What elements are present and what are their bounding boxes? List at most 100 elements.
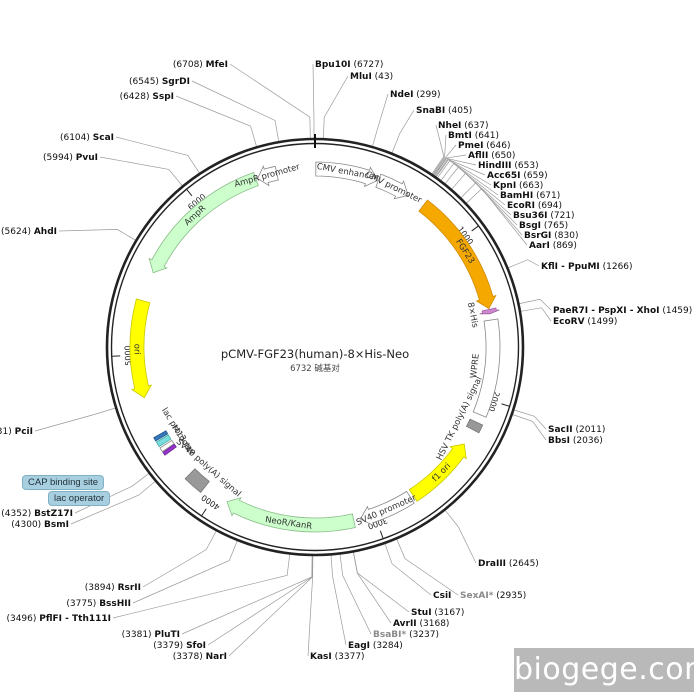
site-label-pmei: PmeI (646) <box>458 141 511 151</box>
feature-label-cmv-promoter: CMV promoter <box>364 170 424 206</box>
site-label-csii: CsiI <box>433 591 451 601</box>
site-label-avrii: AvrII (3168) <box>393 619 449 629</box>
site-leader-bsmi <box>70 481 156 525</box>
site-leader-bsgi <box>451 172 518 226</box>
site-leader-hindiii <box>434 158 477 176</box>
plasmid-name: pCMV-FGF23(human)-8×His-Neo <box>221 347 409 361</box>
site-label-bsrgi: BsrGI (830) <box>524 231 578 241</box>
site-position: (6545) <box>129 77 162 87</box>
site-name: NdeI <box>390 90 413 100</box>
site-position: (6708) <box>173 60 206 70</box>
site-position: (3237) <box>406 630 439 640</box>
feature-hsv-tk-polya <box>465 418 484 434</box>
site-position: (3284) <box>370 641 403 651</box>
site-position: (6428) <box>120 92 153 102</box>
site-leader-scai <box>115 136 200 174</box>
site-name: Bpu10I <box>315 60 351 70</box>
site-name: PflFI - Tth111I <box>39 614 111 624</box>
site-leader-sacii <box>514 409 547 430</box>
site-position: (3379) <box>153 641 186 651</box>
site-label-bsu36i: Bsu36I (721) <box>513 211 575 221</box>
site-position: (6727) <box>351 60 384 70</box>
site-position: (3381) <box>122 630 155 640</box>
site-name: AvrII <box>393 619 417 629</box>
site-position: (653) <box>512 161 539 171</box>
site-name: MluI <box>350 72 372 82</box>
site-label-eagi: EagI (3284) <box>348 641 403 651</box>
feature-cmv-enhancer <box>315 161 379 188</box>
site-name: HindIII <box>478 161 512 171</box>
site-label-stui: StuI (3167) <box>411 608 464 618</box>
feature-cap-site <box>153 430 169 442</box>
site-leader-ecori <box>440 163 506 206</box>
site-position: (646) <box>483 141 510 151</box>
lac-operator-tag: lac operator <box>48 491 111 506</box>
site-leader-snabi <box>391 109 415 153</box>
site-label-pvui: (5994) PvuI <box>43 153 98 163</box>
site-label-hindiii: HindIII (653) <box>478 161 539 171</box>
site-position: (4731) <box>0 427 15 437</box>
site-leader-sgrdi <box>191 80 280 142</box>
feature-f1-ori <box>408 443 467 502</box>
site-name: SfoI <box>186 641 206 651</box>
site-position: (659) <box>521 171 548 181</box>
feature-label-wpre: WPRE <box>469 353 482 379</box>
site-label-snabi: SnaBI (405) <box>416 106 472 116</box>
site-leader-ahdi <box>58 229 136 241</box>
site-label-nhei: NheI (637) <box>438 121 488 131</box>
site-position: (663) <box>516 181 543 191</box>
site-leader-bsshii <box>132 540 238 604</box>
site-leader-bsabi <box>339 554 372 635</box>
site-position: (3894) <box>85 583 118 593</box>
site-label-bpu10i: Bpu10I (6727) <box>315 60 383 70</box>
site-position: (641) <box>472 131 499 141</box>
feature-m13-rev <box>162 443 177 456</box>
tick-mark <box>471 225 479 232</box>
site-name: DraIII <box>478 559 506 569</box>
plasmid-backbone <box>105 134 525 557</box>
site-leader-pmei <box>433 144 457 176</box>
site-label-ecori: EcoRI (694) <box>507 201 562 211</box>
site-position: (43) <box>372 72 393 82</box>
site-label-scai: (6104) ScaI <box>60 133 114 143</box>
site-name: SspI <box>152 92 174 102</box>
site-leader-csii <box>384 543 432 596</box>
site-name: BsgI <box>519 221 541 231</box>
site-leader-pflfi <box>112 554 291 619</box>
site-label-bsshii: (3775) BssHII <box>66 599 131 609</box>
site-name: CsiI <box>433 591 451 601</box>
site-leader-stui <box>353 552 410 613</box>
cap-binding-site-tag: CAP binding site <box>22 475 105 490</box>
site-label-pflfi: (3496) PflFI - Tth111I <box>6 614 111 624</box>
site-position: (4300) <box>11 520 44 530</box>
site-leader-rsrii <box>142 530 217 588</box>
site-leader-acc65i <box>435 158 486 177</box>
site-name: KflI - PpuMI <box>541 262 600 272</box>
feature-cmv-promoter <box>375 173 409 200</box>
site-leader-sfoi <box>207 555 313 646</box>
site-leader-kfli <box>508 259 540 269</box>
tick-label: 4000 <box>200 493 222 512</box>
site-name: PluTI <box>154 630 180 640</box>
feature-lac-operator <box>159 439 175 453</box>
site-position: (869) <box>550 241 577 251</box>
feature-label-his-tag: 8×His <box>465 301 480 329</box>
site-name: BsrGI <box>524 231 551 241</box>
site-name: KpnI <box>493 181 516 191</box>
site-position: (3378) <box>173 652 206 662</box>
site-label-nari: (3378) NarI <box>173 652 227 662</box>
site-leader-avrii <box>353 552 392 624</box>
site-position: (765) <box>541 221 568 231</box>
site-label-aari: AarI (869) <box>529 241 577 251</box>
site-name: AflII <box>468 151 488 161</box>
site-name: AhdI <box>34 227 57 237</box>
site-position: (671) <box>533 191 560 201</box>
tick-label: 5000 <box>123 345 133 366</box>
site-name: EcoRI <box>507 201 535 211</box>
tick-mark <box>379 530 384 539</box>
site-leader-nhei <box>431 124 445 175</box>
site-label-bsmi: (4300) BsmI <box>11 520 69 530</box>
site-label-pluti: (3381) PluTI <box>122 630 180 640</box>
